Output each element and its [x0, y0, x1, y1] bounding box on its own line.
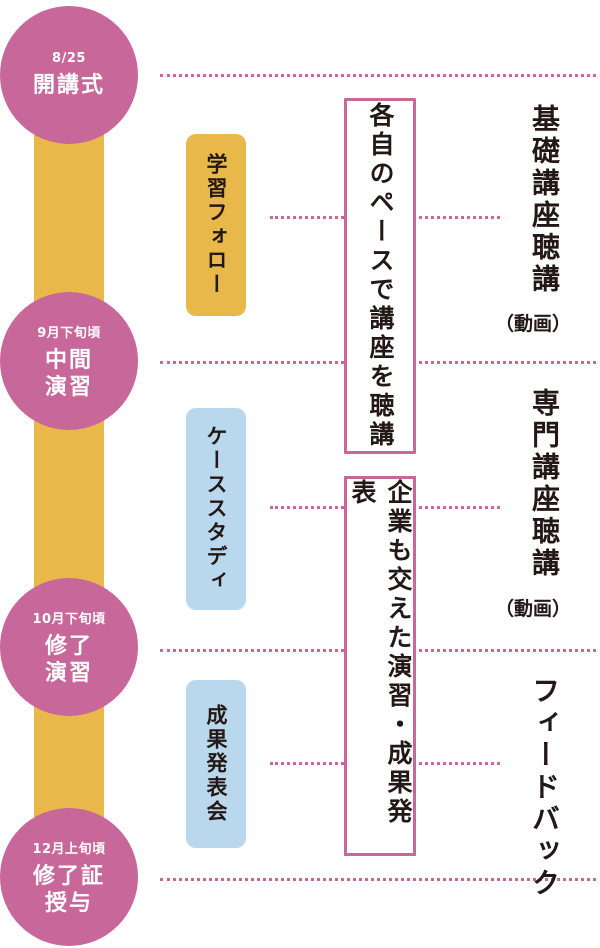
- milestone-final-exercise: 10月下旬頃 修了 演習: [0, 578, 138, 716]
- phase-feedback-title: フィードバック: [528, 676, 561, 900]
- milestone-date: 8/25: [52, 51, 86, 66]
- milestone-label: 修了証 授与: [32, 863, 105, 916]
- phase-special-note: （動画）: [495, 598, 572, 620]
- milestone-label: 修了 演習: [44, 633, 93, 686]
- milestone-date: 10月下旬頃: [32, 611, 106, 627]
- activity-follow-pill: 学習フォロー: [186, 134, 246, 316]
- milestone-midterm: 9月下旬頃 中間 演習: [0, 292, 138, 430]
- phase-basic-note: （動画）: [495, 313, 572, 335]
- milestone-label: 開講式: [32, 73, 105, 98]
- activity-presentation-label: 成果発表会: [204, 704, 228, 824]
- activity-case-study-pill: ケーススタディ: [186, 408, 246, 610]
- milestone-certificate: 12月上旬頃 修了証 授与: [0, 808, 138, 946]
- activity-case-study-label: ケーススタディ: [204, 425, 228, 593]
- phase-special-title: 専門講座聴講: [528, 388, 561, 580]
- milestone-opening: 8/25 開講式: [0, 6, 138, 144]
- milestone-label: 中間 演習: [44, 347, 93, 400]
- timeline-spine: [34, 80, 104, 860]
- separator-line-opening: [160, 74, 596, 77]
- phase-basic-title: 基礎講座聴講: [528, 104, 561, 296]
- milestone-date: 12月上旬頃: [32, 841, 106, 857]
- own-pace-box: 各自のペースで講座を聴講: [344, 98, 416, 454]
- exercise-box: 企業も交えた演習・成果発表: [344, 476, 416, 856]
- activity-follow-label: 学習フォロー: [204, 153, 228, 297]
- own-pace-label: 各自のペースで講座を聴講: [366, 102, 395, 450]
- milestone-date: 9月下旬頃: [37, 325, 101, 341]
- separator-line-certificate: [160, 878, 596, 881]
- exercise-label: 企業も交えた演習・成果発表: [348, 479, 413, 827]
- activity-presentation-pill: 成果発表会: [186, 680, 246, 848]
